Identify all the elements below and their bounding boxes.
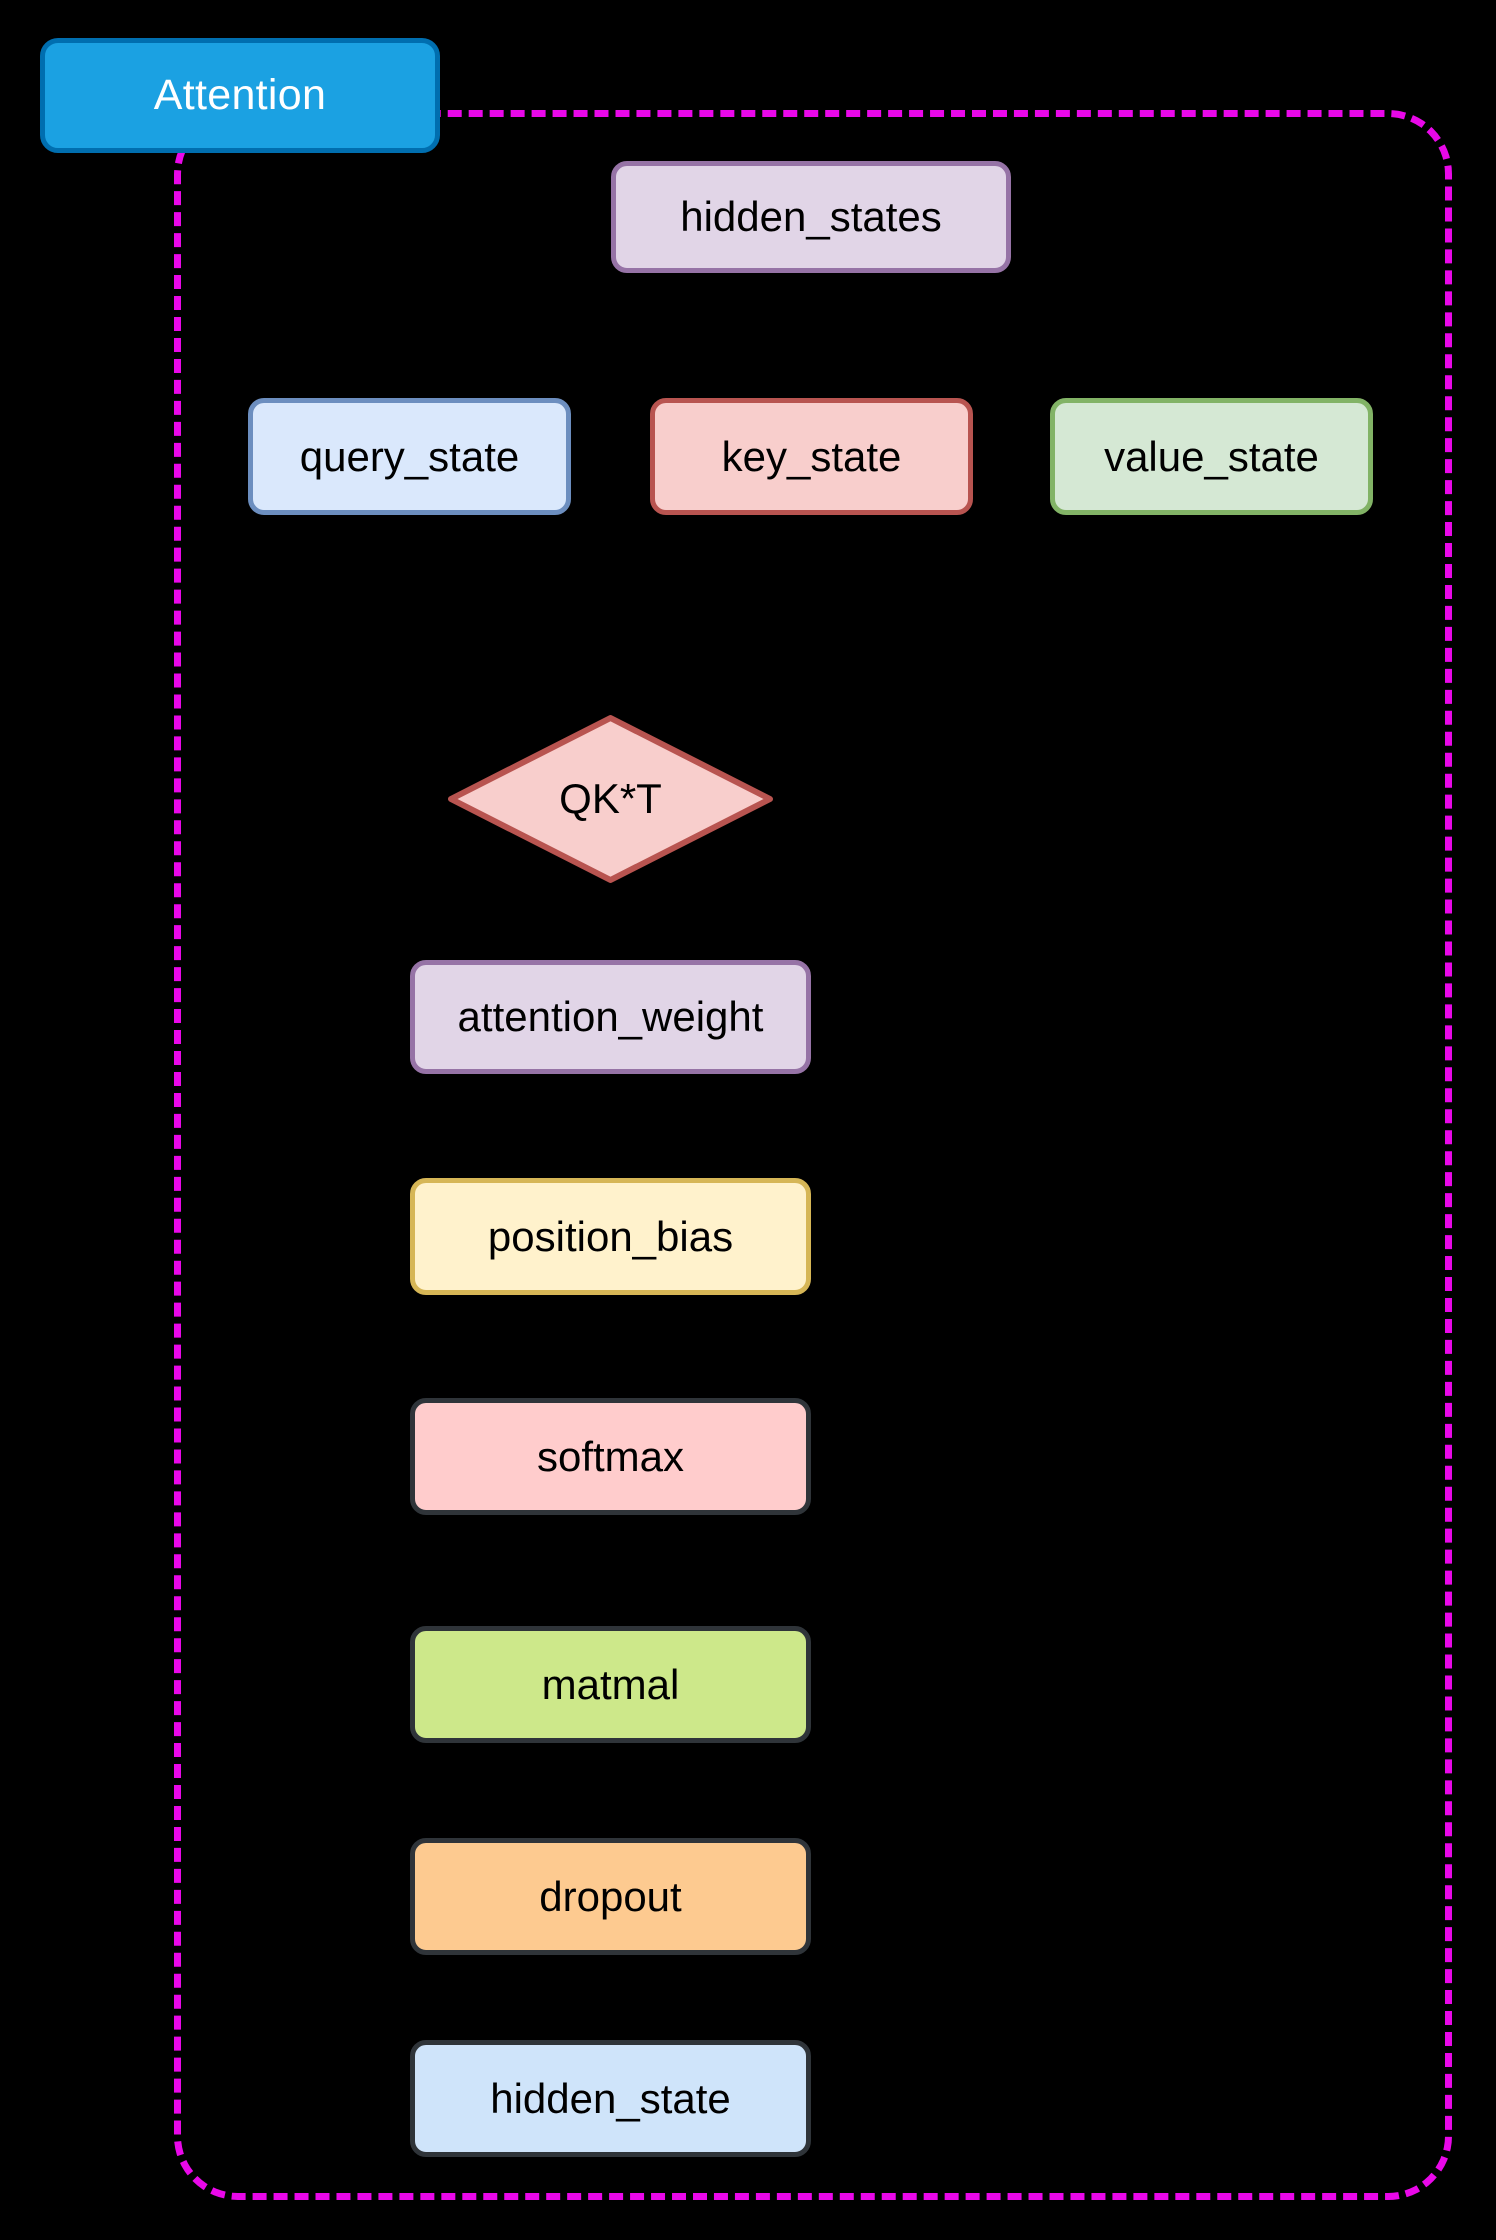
attention-subgraph-title[interactable]: Attention [40, 38, 440, 153]
attention-subgraph-title-label: Attention [153, 71, 327, 119]
node-hidden-states-label: hidden_states [680, 193, 942, 240]
node-softmax[interactable]: softmax [410, 1398, 811, 1515]
node-matmal-label: matmal [541, 1660, 680, 1708]
node-softmax-label: softmax [536, 1432, 685, 1480]
node-hidden-state-label: hidden_state [490, 2074, 731, 2122]
node-qkt-label: QK*T [559, 775, 662, 822]
node-hidden-states[interactable]: hidden_states [611, 161, 1011, 273]
node-qkt-diamond[interactable]: QK*T [447, 714, 774, 884]
attention-subgraph-boundary [174, 110, 1452, 2200]
node-query-state-label: query_state [299, 432, 520, 480]
node-key-state[interactable]: key_state [650, 398, 973, 515]
qkt-diamond-shape [448, 715, 773, 883]
node-query-state[interactable]: query_state [248, 398, 571, 515]
node-value-state-label: value_state [1104, 432, 1319, 480]
node-dropout[interactable]: dropout [410, 1838, 811, 1955]
node-value-state[interactable]: value_state [1050, 398, 1373, 515]
node-attention-weight[interactable]: attention_weight [410, 960, 811, 1074]
node-matmal[interactable]: matmal [410, 1626, 811, 1743]
node-hidden-state[interactable]: hidden_state [410, 2040, 811, 2157]
node-key-state-label: key_state [721, 432, 902, 480]
node-position-bias[interactable]: position_bias [410, 1178, 811, 1295]
node-attention-weight-label: attention_weight [457, 993, 764, 1040]
node-dropout-label: dropout [539, 1872, 682, 1920]
node-position-bias-label: position_bias [487, 1212, 734, 1260]
